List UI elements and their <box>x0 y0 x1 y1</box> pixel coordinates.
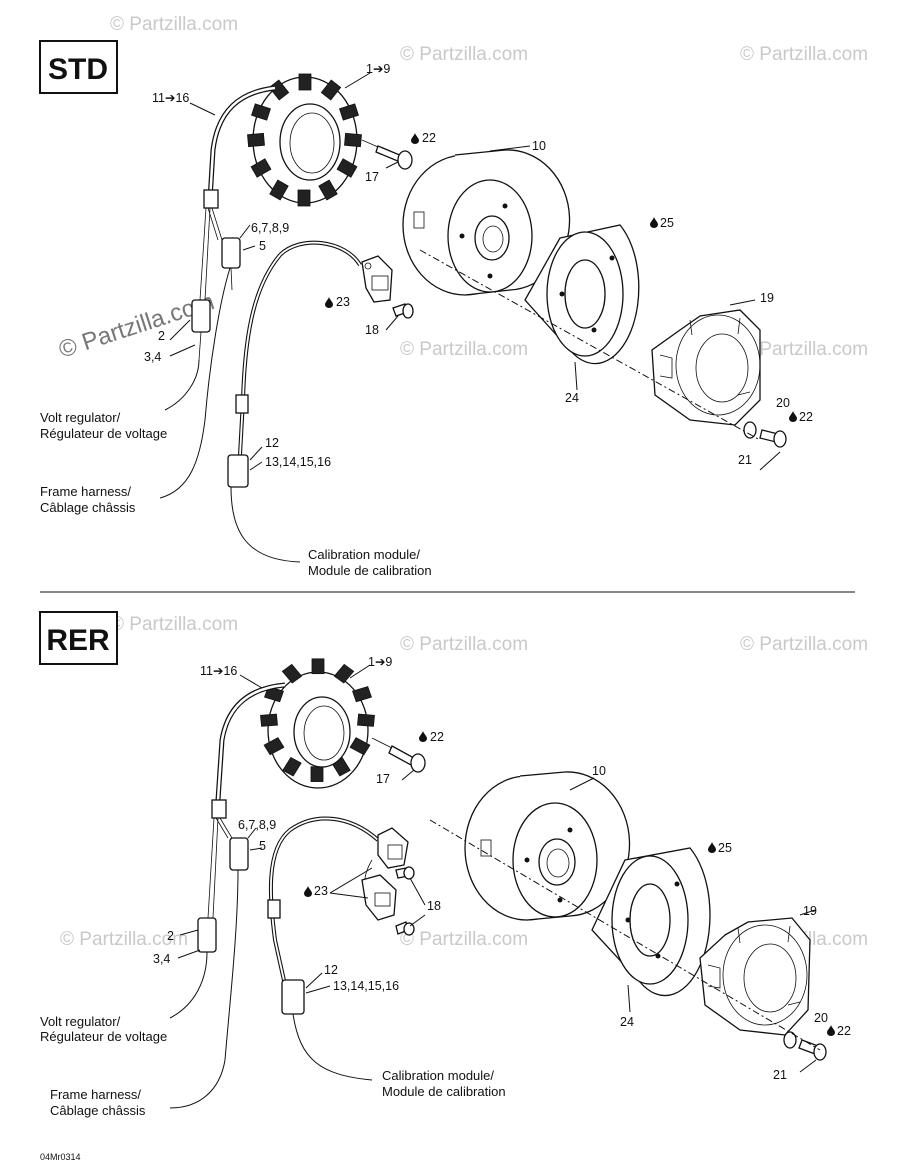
sensor-part <box>361 827 409 921</box>
label-connector-b: 5 <box>259 839 266 853</box>
bolt-part <box>371 737 426 773</box>
caption-frame-harness: Frame harness/ <box>40 484 131 499</box>
connector-6-9 <box>229 837 249 871</box>
watermark-text: © Partzilla.com <box>400 634 528 655</box>
label-sensor-sealant: 23 <box>314 884 328 898</box>
caption-calibration-module-fr: Module de calibration <box>382 1084 506 1099</box>
connector-6-9 <box>221 237 241 269</box>
label-cal-plug-b: 13,14,15,16 <box>333 979 399 993</box>
ring-part <box>524 224 640 365</box>
label-screw-sealant: 22 <box>799 410 813 424</box>
label-stator: 1➔9 <box>366 62 390 76</box>
section-badge: RER <box>46 624 110 657</box>
screw-21-part <box>798 1039 827 1061</box>
section-badge-box <box>39 611 118 665</box>
trigger-wheel-part <box>651 309 761 426</box>
label-sensor-sealant: 23 <box>336 295 350 309</box>
caption-frame-harness: Frame harness/ <box>50 1087 141 1102</box>
label-washer: 20 <box>776 396 790 410</box>
watermark-text: © Partzilla.com <box>110 614 238 635</box>
caption-volt-regulator: Volt regulator/ <box>40 1014 121 1029</box>
label-ring: 24 <box>620 1015 634 1029</box>
screw-21-part <box>759 429 787 448</box>
label-connector-b: 5 <box>259 239 266 253</box>
label-cal-plug-b: 13,14,15,16 <box>265 455 331 469</box>
label-bolt-sealant: 22 <box>430 730 444 744</box>
label-screw2: 21 <box>738 453 752 467</box>
label-plug-b: 3,4 <box>144 350 161 364</box>
stator-part <box>247 73 362 207</box>
label-harness: 11➔16 <box>200 664 237 678</box>
label-ring-sealant: 25 <box>718 841 732 855</box>
caption-calibration-module: Calibration module/ <box>382 1068 494 1083</box>
bolt-part <box>361 139 413 170</box>
label-connector-a: 6,7,8,9 <box>251 221 289 235</box>
label-bolt-sealant: 22 <box>422 131 436 145</box>
watermark-text: © Partzilla.com <box>400 929 528 950</box>
connector-2 <box>197 917 217 953</box>
label-screw: 18 <box>427 899 441 913</box>
label-cal-plug-a: 12 <box>324 963 338 977</box>
section-badge-box <box>39 40 118 94</box>
label-screw2: 21 <box>773 1068 787 1082</box>
drawing-code: 04Mr0314 <box>40 1152 81 1162</box>
label-ring-sealant: 25 <box>660 216 674 230</box>
ring-part <box>591 847 711 997</box>
washer-part <box>743 421 757 439</box>
flywheel-part <box>464 771 631 921</box>
screw-part <box>395 866 415 936</box>
label-screw: 18 <box>365 323 379 337</box>
trigger-wheel-part <box>699 917 811 1036</box>
label-plug-b: 3,4 <box>153 952 170 966</box>
screw-part <box>392 303 414 319</box>
label-screw-sealant: 22 <box>837 1024 851 1038</box>
label-flywheel: 10 <box>532 139 546 153</box>
label-bolt: 17 <box>365 170 379 184</box>
section-rer: RER <box>39 611 851 1118</box>
flywheel-part <box>402 149 571 296</box>
watermark-text: © Partzilla.com <box>110 14 238 35</box>
watermark-text: © Partzilla.com <box>740 44 868 65</box>
watermark-text: © Partzilla.com <box>740 634 868 655</box>
caption-frame-harness-fr: Câblage châssis <box>50 1103 146 1118</box>
label-plug-a: 2 <box>158 329 165 343</box>
washer-part <box>783 1031 797 1049</box>
watermark-text: © Partzilla.com <box>740 339 868 360</box>
stator-part <box>260 658 375 789</box>
section-badge: STD <box>48 53 108 86</box>
label-washer: 20 <box>814 1011 828 1025</box>
watermark-text: © Partzilla.com <box>60 929 188 950</box>
caption-volt-regulator-fr: Régulateur de voltage <box>40 426 167 441</box>
label-trigger-wheel: 19 <box>760 291 774 305</box>
caption-frame-harness-fr: Câblage châssis <box>40 500 136 515</box>
label-ring: 24 <box>565 391 579 405</box>
connector-12 <box>227 454 249 488</box>
watermark-text: © Partzilla.com <box>400 339 528 360</box>
label-cal-plug-a: 12 <box>265 436 279 450</box>
label-plug-a: 2 <box>167 929 174 943</box>
caption-volt-regulator-fr: Régulateur de voltage <box>40 1029 167 1044</box>
caption-calibration-module-fr: Module de calibration <box>308 563 432 578</box>
connector-12 <box>281 979 305 1015</box>
label-flywheel: 10 <box>592 764 606 778</box>
sensor-part <box>361 255 393 303</box>
caption-calibration-module: Calibration module/ <box>308 547 420 562</box>
label-bolt: 17 <box>376 772 390 786</box>
watermark-text: © Partzilla.com <box>400 44 528 65</box>
label-stator: 1➔9 <box>368 655 392 669</box>
section-std: STD <box>39 40 813 578</box>
connector-2 <box>191 299 211 333</box>
label-trigger-wheel: 19 <box>803 904 817 918</box>
label-harness: 11➔16 <box>152 91 189 105</box>
caption-volt-regulator: Volt regulator/ <box>40 410 121 425</box>
label-connector-a: 6,7,8,9 <box>238 818 276 832</box>
